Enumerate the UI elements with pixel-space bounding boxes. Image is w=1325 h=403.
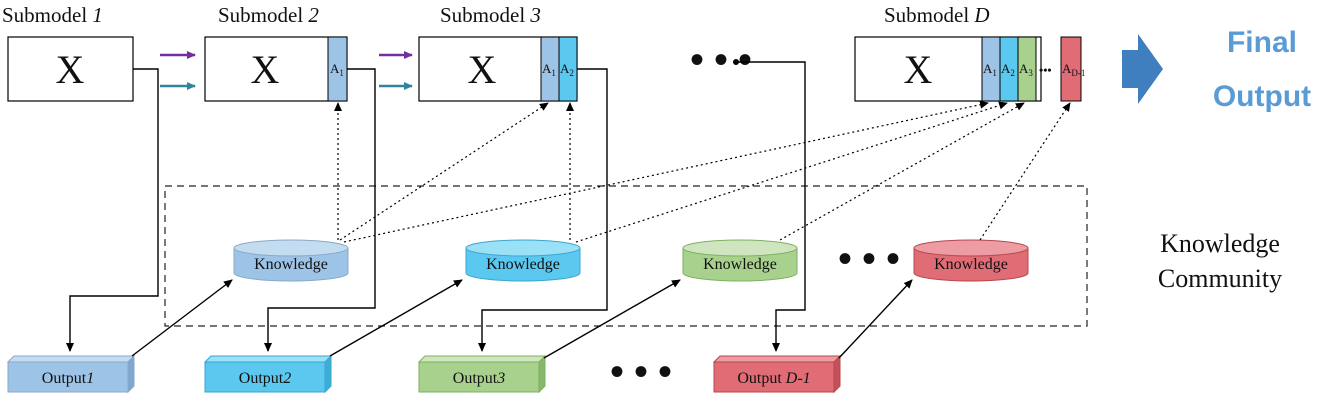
output-block-2: Output2	[203, 354, 333, 394]
submodel-title-1: Submodel 1	[2, 3, 103, 27]
submodel-d-slot-3	[1017, 36, 1037, 102]
output-label-2: Output2	[239, 370, 291, 387]
ellipsis-middle: • • •	[838, 236, 900, 281]
submodel-d-slot-ellipsis: •••	[1039, 63, 1052, 77]
submodel-d-slot-d1-label: AD-1	[1062, 61, 1085, 78]
output-block-d1: Output D-1	[712, 354, 842, 394]
dotted-k1-submodel3-a1	[339, 102, 549, 241]
final-output-line-2: Output	[1213, 80, 1311, 113]
output-label-3: Output3	[453, 370, 505, 387]
submodel-3-slot-1-label: A1	[542, 61, 556, 78]
submodel-2-x: X	[251, 47, 280, 92]
output-block-1: Output1	[6, 354, 136, 394]
submodel-1-box	[7, 36, 134, 102]
knowledge-community-frame	[164, 185, 1088, 327]
ellipsis-top: • • •	[690, 37, 752, 82]
submodel-3-slot-2-label: A2	[560, 61, 574, 78]
connector-output1-knowledge1	[131, 279, 233, 357]
knowledge-label-4: Knowledge	[934, 256, 1008, 273]
submodel-d-x: X	[904, 47, 933, 92]
connector-submodel2-output2	[264, 68, 376, 352]
submodel-1-x: X	[56, 47, 85, 92]
submodel-2-slot-1-label: A1	[330, 61, 344, 78]
dotted-k4-submodeld-ad1	[979, 102, 1071, 241]
final-output-line-1: Final	[1227, 26, 1297, 59]
submodel-title-3: Submodel 3	[440, 3, 541, 27]
submodel-d-slot-1-label: A1	[983, 61, 997, 78]
output-label-d1: Output D-1	[737, 370, 810, 387]
knowledge-cylinder-4: Knowledge	[913, 239, 1029, 282]
connector-dots-start	[733, 59, 739, 65]
final-output-arrow	[1122, 34, 1163, 104]
connector-submodel3-output3	[478, 68, 608, 352]
submodel-2-box	[204, 36, 348, 102]
dotted-k2-submodeld-a2	[575, 101, 1008, 243]
connector-submodel1-output1	[66, 68, 159, 352]
submodel-d-slot-2-label: A2	[1001, 61, 1015, 78]
connector-dots-output-d1	[736, 61, 806, 352]
ellipsis-bottom: • • •	[610, 349, 672, 394]
submodel-title-2: Submodel 2	[218, 3, 319, 27]
connector-output2-knowledge2	[329, 279, 463, 357]
community-label-line-2: Community	[1158, 264, 1282, 293]
knowledge-label-3: Knowledge	[703, 256, 777, 273]
connector-output3-knowledge3	[543, 279, 681, 359]
output-label-1: Output1	[42, 370, 94, 387]
dotted-k3-submodeld-a3	[779, 102, 1025, 241]
submodel-title-d: Submodel D	[884, 3, 990, 27]
knowledge-label-1: Knowledge	[254, 256, 328, 273]
community-label-line-1: Knowledge	[1160, 229, 1280, 258]
submodel-d-slot-d1	[1060, 36, 1082, 102]
knowledge-cylinder-1: Knowledge	[233, 239, 349, 282]
submodel-d-slot-3-label: A3	[1019, 61, 1033, 78]
dotted-k1-submodeld-a1	[343, 100, 989, 243]
knowledge-cylinder-2: Knowledge	[465, 239, 581, 282]
submodel-3-x: X	[468, 47, 497, 92]
knowledge-label-2: Knowledge	[486, 256, 560, 273]
knowledge-cylinder-3: Knowledge	[682, 239, 798, 282]
connector-output-d1-knowledge4	[838, 279, 913, 359]
output-block-3: Output3	[417, 354, 547, 394]
